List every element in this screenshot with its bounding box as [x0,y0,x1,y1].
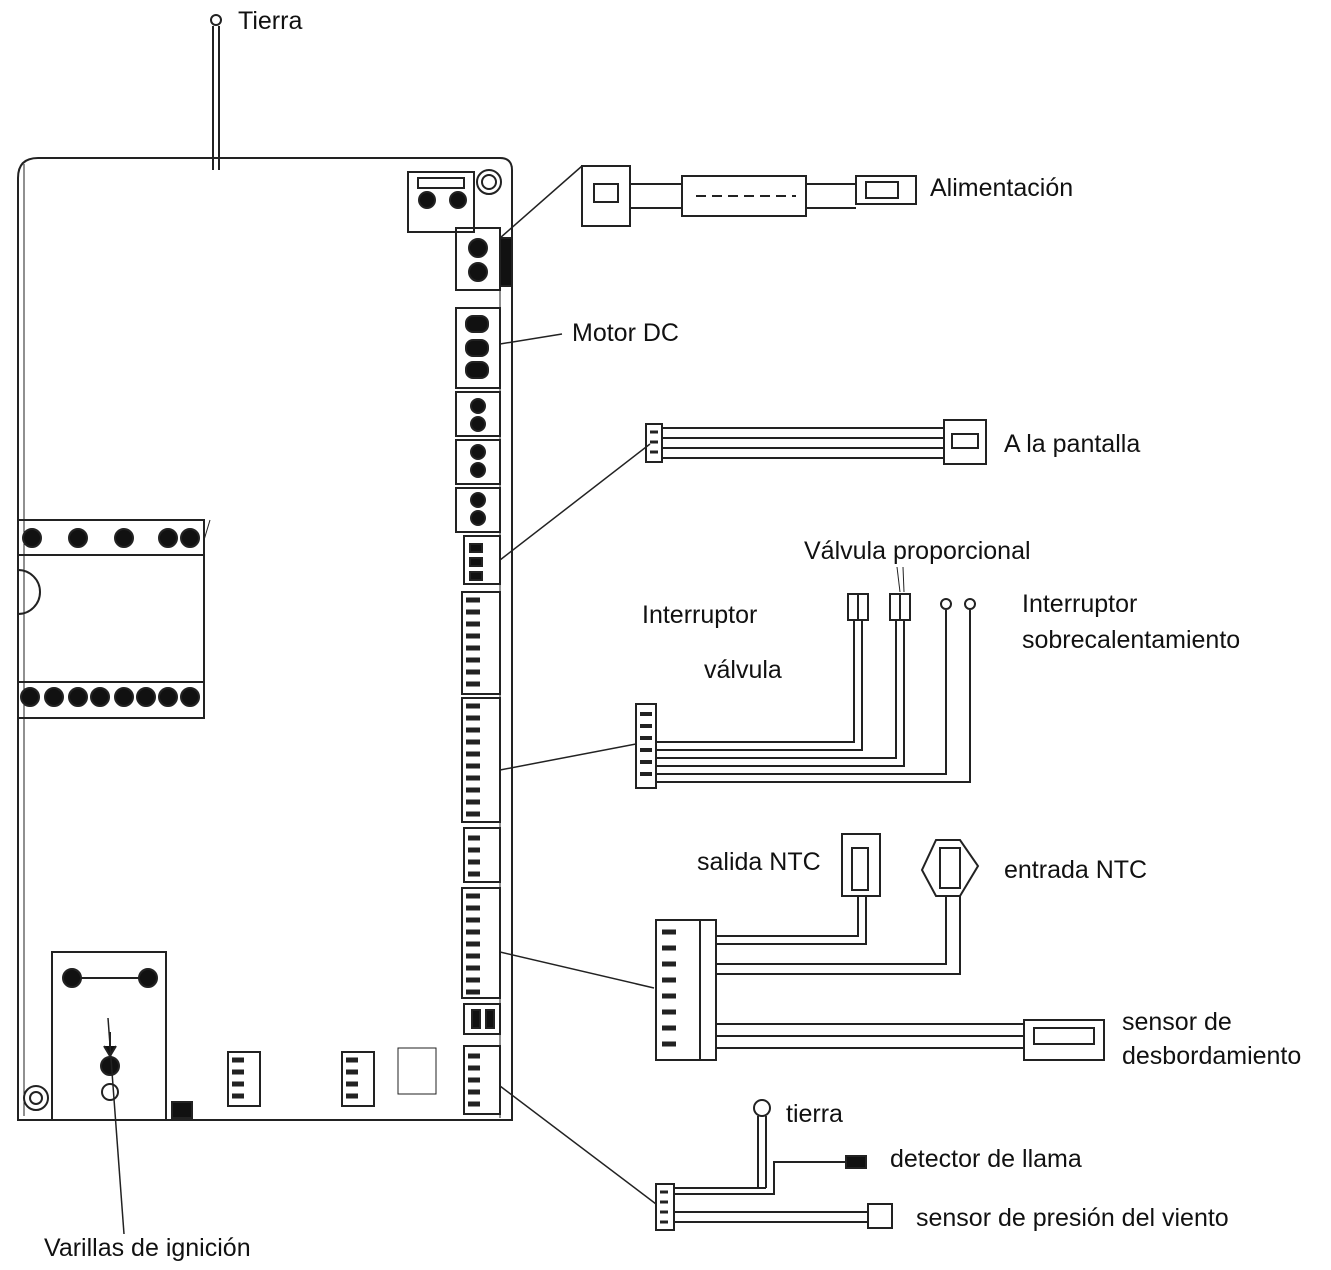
label-interruptor-sobrecal-2: sobrecalentamiento [1022,626,1241,654]
valve-harness [635,566,976,789]
ground-wire-top [210,14,222,170]
power-connector-board [407,169,502,233]
ntc-harness [655,833,1105,1061]
label-entrada-ntc: entrada NTC [1004,856,1148,884]
display-cable [645,419,987,465]
connector-stack [455,227,513,1115]
label-detector-llama: detector de llama [890,1145,1082,1173]
label-varillas-ignicion: Varillas de ignición [44,1234,251,1262]
label-sensor-desb-2: desbordamiento [1122,1042,1302,1070]
label-interruptor-valvula-2: válvula [704,656,782,684]
ignition-block [23,951,193,1121]
label-tierra-bottom: tierra [786,1100,843,1128]
label-interruptor-valvula-1: Interruptor [642,601,758,629]
label-a-la-pantalla: A la pantalla [1004,430,1141,458]
label-salida-ntc: salida NTC [697,848,821,876]
label-interruptor-sobrecal-1: Interruptor [1022,590,1138,618]
power-cable [581,165,917,227]
label-valvula-proporcional: Válvula proporcional [804,537,1031,565]
bottom-connectors [227,1047,437,1107]
label-sensor-presion: sensor de presión del viento [916,1204,1229,1232]
relay-block [17,519,211,719]
label-motor-dc: Motor DC [572,319,679,347]
pcb-board [17,157,513,1121]
label-tierra-top: Tierra [238,7,303,35]
leader-lines [107,165,657,1235]
label-sensor-desb-1: sensor de [1122,1008,1232,1036]
flame-pressure-harness [655,1099,893,1231]
label-alimentacion: Alimentación [930,174,1074,202]
